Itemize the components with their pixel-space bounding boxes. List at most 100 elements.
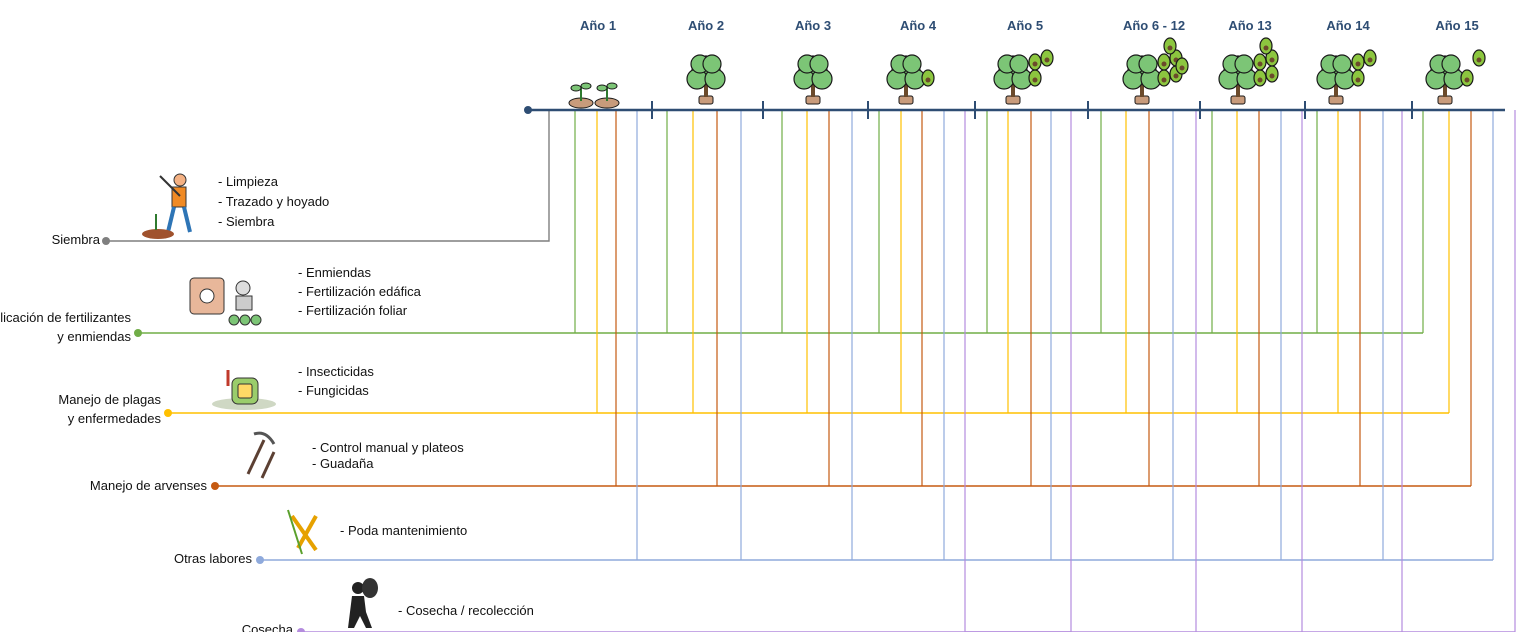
avocado-seed [1257,77,1263,83]
avocado-seed [1179,65,1185,71]
year-label-y6: Año 6 - 12 [1123,18,1185,33]
bag-emblem [199,288,215,304]
activity-task: - Control manual y plateos [312,440,464,455]
pickaxe-tools-icon [246,431,276,479]
fertilizer-sprayer-icon [189,277,262,326]
sprayer-person-body [235,295,253,311]
activity-task: - Enmiendas [298,265,371,280]
activity-dot [297,628,305,632]
hoe-handle [260,451,276,479]
pruning-shears-icon [287,509,318,555]
pickaxe-handle [246,439,266,475]
activity-task: - Siembra [218,214,275,229]
tree-trunk [811,84,815,97]
tree-foliage [902,54,922,74]
activity-dot [134,329,142,337]
tree-trunk [704,84,708,97]
avocado-seed [1161,61,1167,67]
avocado-tree-icon [1218,54,1258,105]
plant [239,314,251,326]
tree-trunk [1140,84,1144,97]
activity-rows: Siembra - Limpieza - Trazado y hoyado - Sie… [0,173,534,632]
tree-pot [1230,95,1246,105]
pickaxe-head [253,431,276,445]
activity-connectors [106,110,1516,632]
avocado-seed [1367,57,1373,63]
tree-pot [1005,95,1021,105]
avocado-tree-icon [1122,37,1189,105]
avocado-seed [1032,77,1038,83]
farmer-leg [166,206,176,233]
avocado-seed [1257,61,1263,67]
activity-label: Manejo de arvenses [90,478,208,493]
plant [228,314,240,326]
harvester-body [348,596,372,628]
plant [250,314,262,326]
activity-cosecha: Cosecha- Cosecha / recolección [242,578,534,632]
activity-arvenses: Manejo de arvenses - Control manual y pla… [90,431,464,493]
avocado-tree-icon [686,54,726,105]
tank-label [237,383,253,399]
activity-dot [211,482,219,490]
branch [287,509,303,555]
sprayer-person-head [235,280,251,296]
activity-label: Siembra [52,232,101,247]
tree-foliage [1009,54,1029,74]
avocado-tree-icon [1218,37,1279,105]
tree-trunk [904,84,908,97]
tree-foliage [1332,54,1352,74]
year-label-y13: Año 13 [1228,18,1271,33]
activity-siembra: Siembra - Limpieza - Trazado y hoyado - Sie… [52,173,329,247]
tree-foliage [809,54,829,74]
avocado-tree-icon [1425,54,1465,105]
connector-siembra [106,110,550,242]
tree-foliage [1441,54,1461,74]
activity-task: - Fertilización foliar [298,303,408,318]
soil-mound [142,229,174,239]
tree-trunk [1236,84,1240,97]
activity-task: - Limpieza [218,174,279,189]
seedling-leaf [580,82,592,90]
tree-foliage [1138,54,1158,74]
seedling-leaf [606,82,618,90]
avocado-tree-icon [1122,54,1162,105]
activity-dot [256,556,264,564]
activity-task: - Cosecha / recolección [398,603,534,618]
avocado-seed [1464,77,1470,83]
tree-pot [1328,95,1344,105]
farmer-leg [182,206,192,233]
avocado-seed [1044,57,1050,63]
avocado-seed [1355,77,1361,83]
activity-dot [164,409,172,417]
avocado-tree-icon [793,54,833,105]
avocado-seed [1161,77,1167,83]
activity-label: Manejo de plagas [58,392,161,407]
tree-pot [898,95,914,105]
seedling-leaf [596,84,608,92]
tree-trunk [1011,84,1015,97]
avocado-seed [1355,61,1361,67]
tree-pot [805,95,821,105]
avocado-seed [1269,73,1275,79]
year-label-y1: Año 1 [580,18,616,33]
avocado-tree-icon [993,54,1033,105]
tree-foliage [702,54,722,74]
activity-dot [102,237,110,245]
shovel [159,175,181,197]
seedling-icon [568,82,620,109]
harvester-carrying-sack-icon [348,578,378,628]
harvester-head [352,582,364,594]
timeline-axis [524,101,1505,119]
year-label-y5: Año 5 [1007,18,1043,33]
year-label-y2: Año 2 [688,18,724,33]
activity-task: - Fungicidas [298,383,369,398]
avocado-tree-icon [1425,49,1486,105]
activity-task: - Trazado y hoyado [218,194,329,209]
tree-trunk [1334,84,1338,97]
avocado-tree-icon [886,54,926,105]
year-label-y15: Año 15 [1435,18,1478,33]
avocado-tree-icon [1316,54,1356,105]
